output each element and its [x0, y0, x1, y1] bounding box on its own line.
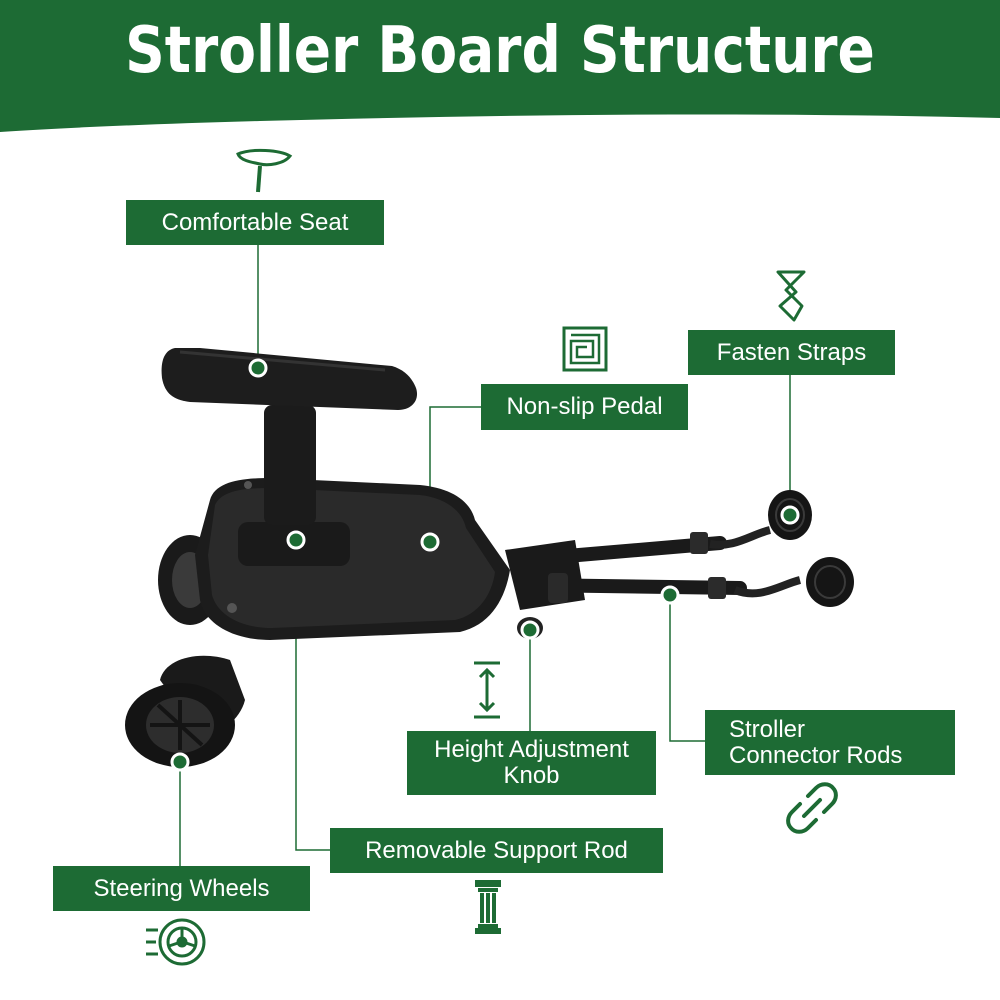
label-steering-wheels: Steering Wheels — [53, 866, 310, 911]
label-non-slip-pedal: Non-slip Pedal — [481, 384, 688, 430]
header-banner — [0, 0, 1000, 132]
label-fasten-straps: Fasten Straps — [688, 330, 895, 375]
seat-assembly — [161, 348, 418, 525]
strap-icon — [776, 270, 806, 322]
callout-dots — [170, 358, 800, 772]
connector-bracket — [505, 540, 585, 610]
wheel-icon — [146, 918, 206, 966]
label-connector-line-1: Stroller — [729, 715, 806, 743]
label-comfortable-seat: Comfortable Seat — [126, 200, 384, 245]
label-removable-support-rod: Removable Support Rod — [330, 828, 663, 873]
chain-link-icon — [786, 782, 838, 834]
front-wheel — [125, 655, 245, 767]
height-arrow-icon — [474, 661, 500, 719]
maze-texture-icon — [562, 326, 608, 372]
label-height-line-1: Height Adjustment — [434, 736, 629, 763]
pedal-board — [195, 478, 510, 640]
seat-icon — [236, 148, 293, 193]
label-height-line-2: Knob — [503, 762, 560, 789]
page-title: Stroller Board Structure — [125, 14, 875, 88]
label-connector-line-2: Connector Rods — [729, 741, 903, 769]
pillar-icon — [475, 880, 501, 934]
